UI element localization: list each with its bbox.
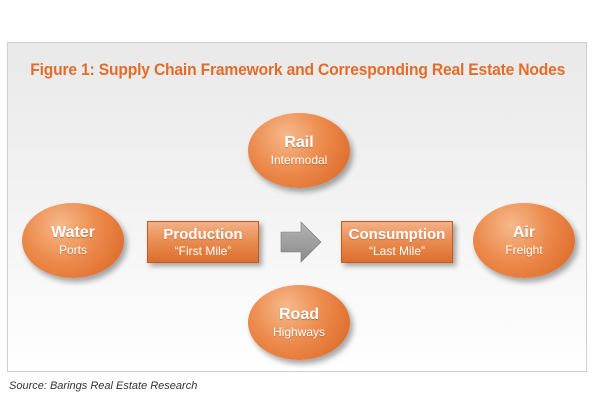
water-node-subtitle: Ports (58, 243, 87, 257)
rail-node-title: Rail (284, 134, 314, 151)
air-node-title: Air (512, 224, 536, 241)
right-arrow-icon (280, 221, 322, 263)
air-node: Air Freight (473, 203, 575, 278)
water-node: Water Ports (22, 203, 124, 278)
production-box-title: Production (163, 225, 243, 243)
road-node-title: Road (279, 306, 319, 323)
rail-node: Rail Intermodal (248, 113, 350, 188)
water-node-title: Water (51, 224, 95, 241)
rail-node-subtitle: Intermodal (270, 153, 328, 167)
consumption-box: Consumption “Last Mile” (341, 221, 453, 263)
consumption-box-subtitle: “Last Mile” (368, 243, 425, 258)
production-box-subtitle: “First Mile” (174, 243, 232, 258)
figure-title: Figure 1: Supply Chain Framework and Cor… (30, 60, 566, 79)
production-box: Production “First Mile” (147, 221, 259, 263)
road-node: Road Highways (248, 285, 350, 360)
source-caption: Source: Barings Real Estate Research (9, 380, 198, 392)
road-node-subtitle: Highways (272, 325, 326, 339)
air-node-subtitle: Freight (505, 243, 543, 257)
consumption-box-title: Consumption (348, 225, 446, 243)
